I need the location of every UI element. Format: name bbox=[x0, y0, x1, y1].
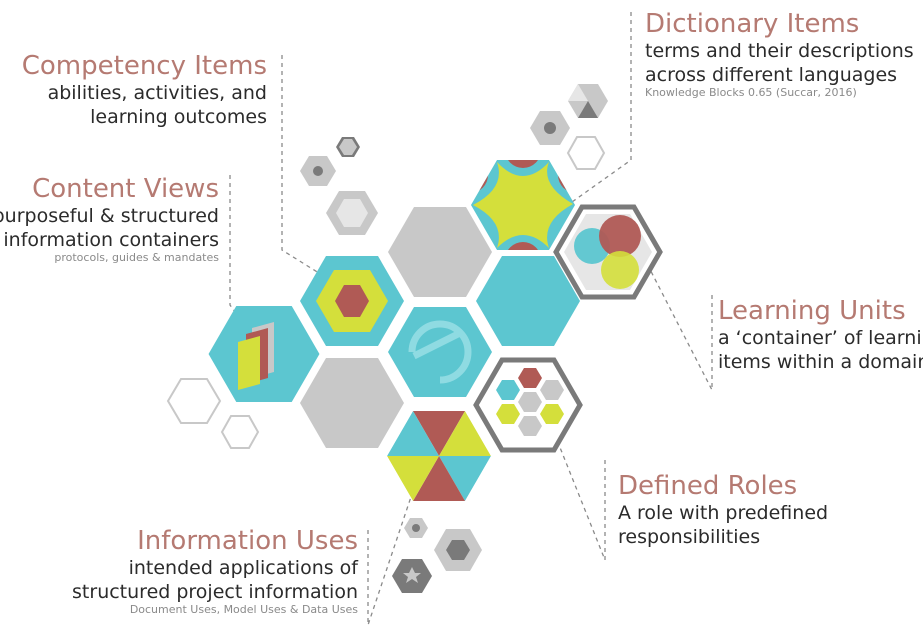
gray-hexagon-top bbox=[388, 207, 492, 297]
center-hexagon bbox=[388, 307, 492, 397]
defined-roles-desc-line1: A role with predefined bbox=[618, 501, 829, 524]
competency-leader-line bbox=[281, 55, 331, 281]
content-views-desc-line1: purposeful & structured bbox=[0, 204, 219, 227]
learning-units-desc-line1: a ‘container’ of learning bbox=[718, 326, 923, 349]
roles-mini-hexagons bbox=[496, 368, 564, 436]
learning-circle-lime bbox=[601, 251, 639, 289]
decorative-hexagons-bottom bbox=[392, 518, 482, 593]
content-views-title: Content Views bbox=[32, 174, 219, 204]
document-icon-front bbox=[238, 336, 260, 390]
learning-circle-red bbox=[599, 215, 641, 257]
information-uses-desc-line1: intended applications of bbox=[128, 556, 358, 579]
defined-roles-leader-line bbox=[544, 409, 606, 561]
dictionary-circle-left bbox=[471, 160, 488, 193]
information-uses-desc-line2: structured project information bbox=[72, 580, 358, 603]
dictionary-leader-line bbox=[571, 12, 632, 203]
gray-hexagon-bottom-left bbox=[300, 358, 404, 448]
content-views-note: protocols, guides & mandates bbox=[54, 250, 219, 264]
learning-units-desc-line2: items within a domain bbox=[718, 350, 923, 373]
dictionary-star-shape bbox=[473, 162, 573, 248]
learning-units-label: Learning Units a ‘container’ of learning… bbox=[718, 297, 923, 374]
e-logo-icon bbox=[408, 320, 472, 384]
content-views-label: Content Views purposeful & structured in… bbox=[0, 175, 219, 264]
dictionary-items-label: Dictionary Items terms and their descrip… bbox=[645, 10, 914, 99]
information-uses-title: Information Uses bbox=[137, 526, 358, 556]
defined-roles-label: Defined Roles A role with predefined res… bbox=[618, 472, 828, 549]
leader-lines bbox=[229, 12, 713, 626]
dictionary-items-desc-line1: terms and their descriptions bbox=[645, 39, 914, 62]
information-uses-label: Information Uses intended applications o… bbox=[72, 527, 358, 616]
information-uses-leader-line bbox=[367, 469, 421, 626]
competency-items-desc-line2: learning outcomes bbox=[90, 105, 267, 128]
dictionary-items-note: Knowledge Blocks 0.65 (Succar, 2016) bbox=[645, 85, 857, 99]
information-uses-note: Document Uses, Model Uses & Data Uses bbox=[129, 602, 358, 616]
defined-roles-title: Defined Roles bbox=[618, 471, 798, 501]
content-views-leader-line bbox=[229, 175, 249, 331]
dictionary-items-desc-line2: across different languages bbox=[645, 63, 898, 86]
dictionary-items-title: Dictionary Items bbox=[645, 9, 860, 39]
competency-items-desc-line1: abilities, activities, and bbox=[47, 81, 267, 104]
competency-items-label: Competency Items abilities, activities, … bbox=[22, 52, 267, 129]
competency-core-hexagon bbox=[335, 285, 369, 317]
defined-roles-desc-line2: responsibilities bbox=[618, 525, 761, 548]
content-views-desc-line2: information containers bbox=[3, 228, 219, 251]
decorative-hexagons-left bbox=[166, 378, 260, 449]
decorative-hexagons-top bbox=[300, 84, 608, 235]
information-uses-hexagon bbox=[387, 411, 491, 501]
teal-hexagon-right bbox=[476, 256, 580, 346]
competency-items-title: Competency Items bbox=[21, 51, 267, 81]
learning-units-title: Learning Units bbox=[718, 296, 906, 326]
